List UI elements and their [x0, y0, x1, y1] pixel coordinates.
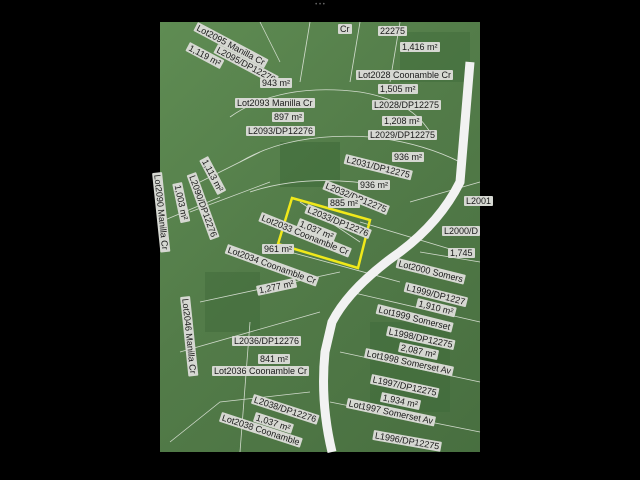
parcel-label: L2029/DP12275 [368, 130, 438, 140]
parcel-label: L2028/DP12275 [372, 100, 442, 110]
parcel-label: Lot2036 Coonamble Cr [212, 366, 310, 376]
parcel-label: L2001 [464, 196, 494, 206]
parcel-label: 1,745 [448, 248, 475, 258]
aerial-cadastral-map[interactable]: Lot2095 Manilla Cr 1,119 m² L2095/DP1227… [152, 21, 494, 454]
parcel-label: Lot2093 Manilla Cr [235, 98, 315, 108]
parcel-label: 961 m² [262, 244, 295, 254]
window-topbar: • • • [0, 0, 640, 22]
parcel-label: 936 m² [392, 152, 425, 162]
vegetation-patch [280, 142, 340, 187]
parcel-label: 841 m² [258, 354, 291, 364]
parcel-label: 1,416 m² [400, 42, 440, 52]
parcel-label: 1,505 m² [378, 84, 418, 94]
parcel-label: 897 m² [272, 112, 305, 122]
window-dots-icon: • • • [315, 2, 325, 8]
parcel-label: Cr [338, 24, 352, 34]
parcel-label: L2093/DP12276 [246, 126, 316, 136]
parcel-label: 22275 [378, 26, 408, 36]
parcel-label: 885 m² [328, 198, 361, 208]
road [319, 61, 475, 454]
parcel-label: L2036/DP12276 [232, 336, 302, 346]
parcel-label: 1,208 m² [382, 116, 422, 126]
parcel-label: L2000/D [442, 226, 481, 236]
vegetation-patch [205, 272, 260, 332]
parcel-label: Lot2028 Coonamble Cr [356, 70, 454, 80]
parcel-label: 936 m² [358, 180, 391, 190]
parcel-label: 943 m² [260, 78, 293, 88]
